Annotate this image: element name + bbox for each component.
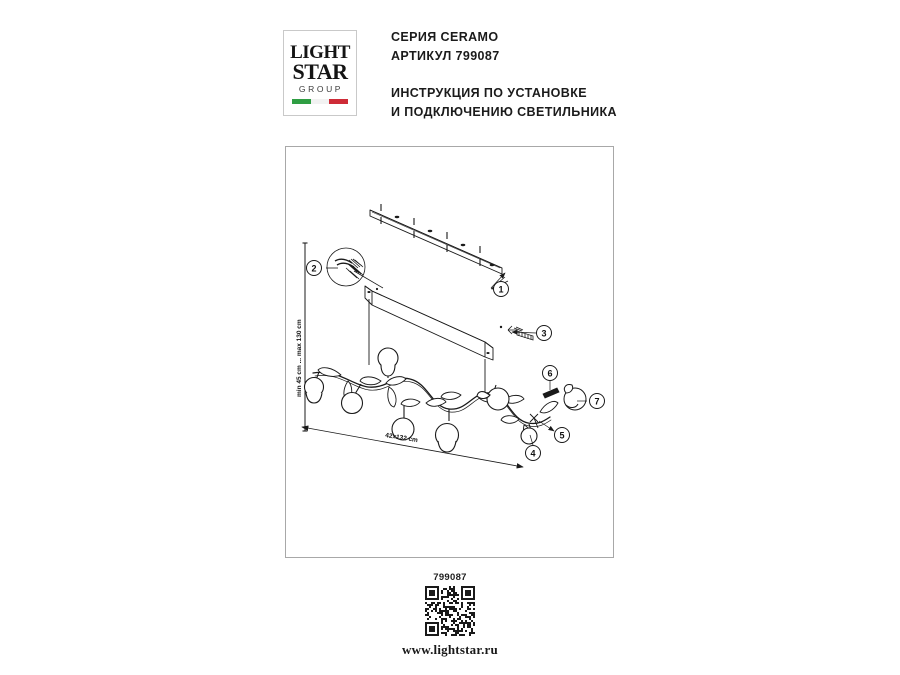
page-header: LIGHT STAR GROUP СЕРИЯ CERAMO АРТИКУЛ 79… [0, 0, 900, 140]
callout-3-label: 3 [541, 328, 546, 338]
series-line: СЕРИЯ CERAMO [391, 30, 499, 44]
logo-inner: LIGHT STAR GROUP [290, 41, 350, 105]
height-dimension: min 45 cm ... max 130 cm [296, 242, 308, 432]
callout-7-label: 7 [594, 396, 599, 406]
part-lamp-socket [542, 387, 560, 399]
callout-6-label: 6 [547, 368, 552, 378]
logo-text-star: STAR [292, 58, 348, 84]
qr-code-icon [425, 586, 475, 636]
assembly-diagram-frame: min 45 cm ... max 130 cm [285, 146, 614, 558]
height-dimension-label: min 45 cm ... max 130 cm [296, 319, 303, 397]
callout-5[interactable]: 5 [554, 427, 570, 443]
assembly-diagram: min 45 cm ... max 130 cm [296, 204, 605, 469]
callout-2[interactable]: 2 [306, 260, 322, 276]
callout-4-label: 4 [530, 448, 535, 458]
callout-4[interactable]: 4 [525, 445, 541, 461]
callout-3[interactable]: 3 [536, 325, 552, 341]
part-mounting-bracket [369, 204, 503, 275]
instruction-title-line-1: ИНСТРУКЦИЯ ПО УСТАНОВКЕ [391, 85, 588, 100]
callout-2-label: 2 [311, 263, 316, 273]
page-footer: 799087 www.lightstar.ru [0, 560, 900, 675]
part-lamp-leaves [317, 367, 559, 445]
italian-flag-icon [292, 99, 349, 105]
callout-1-label: 1 [498, 284, 503, 294]
callout-group: 1 2 3 4 5 6 7 [306, 260, 605, 461]
part-glass-shade [563, 384, 587, 411]
qr-code-canvas [425, 586, 475, 636]
part-canopy-bar [364, 285, 494, 361]
brand-logo: LIGHT STAR GROUP [283, 30, 357, 116]
callout-1[interactable]: 1 [493, 281, 509, 297]
header-text-block: СЕРИЯ CERAMO АРТИКУЛ 799087 ИНСТРУКЦИЯ П… [391, 28, 691, 123]
callout-5-label: 5 [559, 430, 564, 440]
logo-text-light: LIGHT [290, 41, 350, 63]
callout-6[interactable]: 6 [542, 365, 558, 381]
part-suspension-rods [368, 299, 486, 397]
part-wire-connector-detail [326, 247, 384, 291]
article-line: АРТИКУЛ 799087 [391, 49, 500, 64]
part-screw-and-dowel [499, 325, 534, 341]
logo-text-group: GROUP [298, 84, 344, 95]
part-fastener [529, 413, 539, 429]
callout-7[interactable]: 7 [589, 393, 605, 409]
part-glass-globes [303, 347, 538, 453]
footer-article-code: 799087 [433, 572, 467, 583]
website-url: www.lightstar.ru [402, 642, 498, 657]
instruction-title-line-2: И ПОДКЛЮЧЕНИЮ СВЕТИЛЬНИКА [391, 105, 617, 120]
